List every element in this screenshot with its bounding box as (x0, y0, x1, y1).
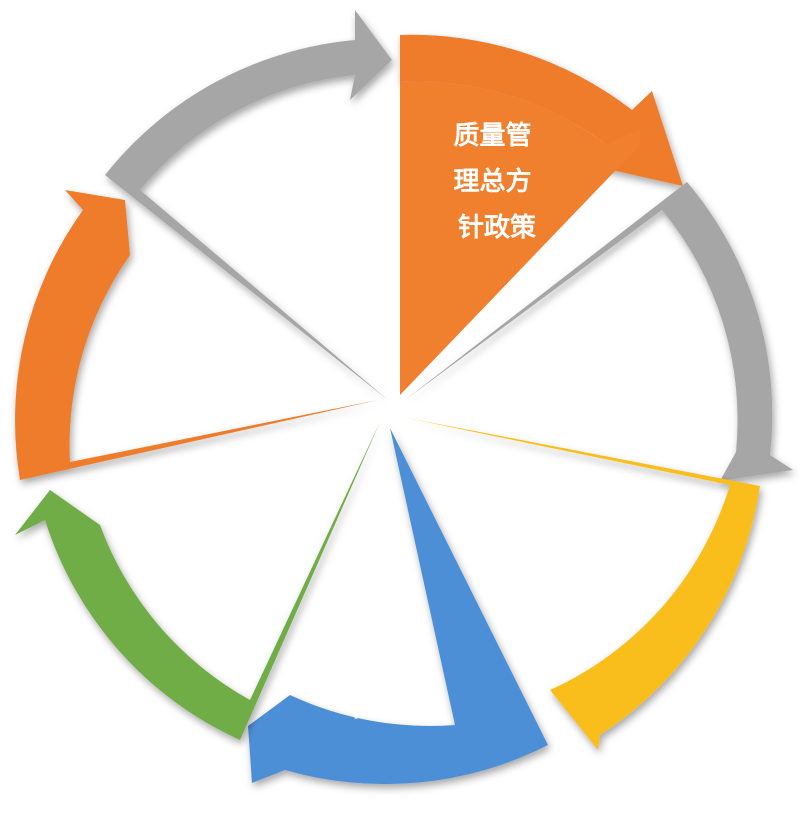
segment-emergency-response: 应急响应 (15, 190, 378, 480)
svg-text:产品审 核沟通 交流: 产品审 核沟通 交流 (241, 120, 328, 243)
label-review-communication-1: 产品审 (241, 120, 319, 151)
label-review-communication-2: 核沟通 (241, 166, 319, 197)
segment-risk-analysis-arrow (248, 428, 548, 785)
label-emergency-response-1: 应急响应 (108, 354, 212, 385)
label-complaint-mechanism-1: 产品投 (155, 507, 233, 537)
segment-goals-duties: 目标，分 工和职责 (405, 182, 793, 481)
segment-review-communication-arrow (105, 10, 392, 400)
label-goals-duties-2: 工和职责 (575, 379, 679, 409)
segment-risk-identification: 产品风 险识别 (407, 418, 760, 750)
segment-quality-policy: 质量管 理总方 针政策 (400, 34, 683, 395)
svg-text:产品投 诉机制: 产品投 诉机制 (155, 507, 242, 583)
svg-text:应急响应: 应急响应 (108, 354, 212, 385)
segment-complaint-mechanism: 产品投 诉机制 (15, 422, 380, 740)
svg-text:目标，分 工和职责: 目标，分 工和职责 (570, 333, 683, 409)
svg-text:产品风 险识别: 产品风 险识别 (539, 510, 626, 586)
segment-complaint-mechanism-arrow (15, 422, 380, 740)
segment-quality-policy-wedge (400, 81, 641, 395)
segment-goals-duties-arrow (405, 182, 793, 481)
label-goals-duties-1: 目标，分 (570, 333, 674, 363)
label-review-communication-3: 交流 (259, 212, 311, 243)
label-quality-policy-2: 理总方 (453, 166, 531, 197)
label-risk-analysis-1: 产品风 (348, 647, 426, 677)
label-complaint-mechanism-2: 诉机制 (160, 553, 238, 583)
segment-quality-policy-arrow (400, 34, 683, 395)
label-quality-policy-3: 针政策 (458, 212, 536, 243)
segment-risk-analysis: 产品风 险分析 (248, 428, 548, 785)
segment-emergency-response-arrow (15, 190, 378, 480)
svg-text:产品风 险分析: 产品风 险分析 (348, 647, 435, 723)
label-risk-identification-1: 产品风 (539, 510, 617, 540)
label-risk-identification-2: 险识别 (544, 555, 622, 586)
segment-risk-identification-arrow (407, 418, 760, 750)
svg-text:质量管 理总方 针政策: 质量管 理总方 针政策 (453, 121, 540, 243)
label-risk-analysis-2: 险分析 (353, 692, 431, 723)
label-quality-policy-1: 质量管 (453, 121, 531, 151)
segment-review-communication: 产品审 核沟通 交流 (105, 10, 392, 400)
